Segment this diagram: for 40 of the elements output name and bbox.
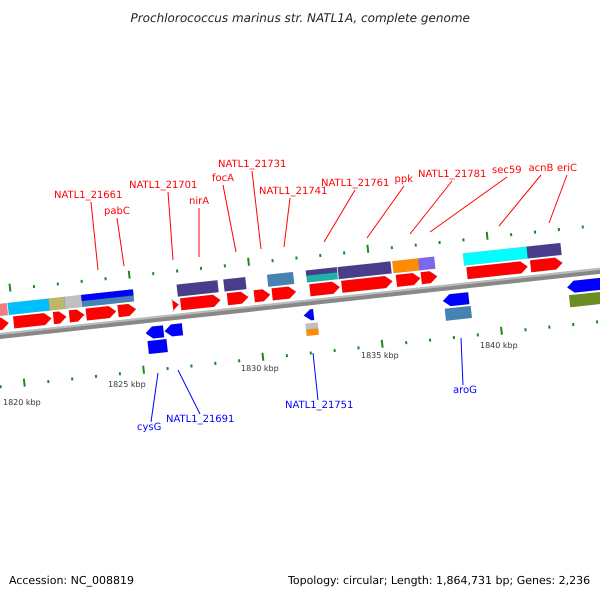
leader-line (312, 352, 318, 400)
leader-line (222, 184, 236, 252)
gene-label: ppk (394, 174, 413, 186)
leader-line (168, 192, 174, 260)
leader-line (90, 202, 98, 270)
leader-line (178, 370, 200, 414)
leader-line (548, 174, 568, 224)
diagram-title: Prochlorococcus marinus str. NATL1A, complete genome (130, 11, 470, 25)
leader-line (252, 170, 262, 250)
leader-line (198, 208, 200, 258)
gene-label: eriC (557, 163, 578, 175)
gene-label: NATL1_21661 (54, 190, 122, 202)
leader-line (284, 198, 290, 248)
gene-label: NATL1_21751 (285, 400, 354, 412)
leader-line (116, 218, 124, 266)
leader-line (460, 338, 464, 386)
footer-text: Accession: NC_008819 (9, 575, 134, 587)
scale-label: 1835 kbp (361, 350, 399, 362)
gene-label: sec59 (492, 165, 522, 177)
gene-label: NATL1_21701 (129, 180, 198, 192)
gene-label: pabC (104, 206, 130, 218)
gene-label: NATL1_21691 (166, 414, 234, 426)
scale-label: 1830 kbp (241, 363, 279, 375)
gene-label: acnB (528, 163, 554, 175)
footer-text: Topology: circular; Length: 1,864,731 bp; Genes: 2,236 (288, 575, 590, 587)
gene-label: NATL1_21731 (218, 159, 286, 171)
leader-line (430, 176, 508, 232)
scale-label: 1820 kbp (3, 397, 41, 409)
leader-line (366, 186, 404, 238)
gene-label: cysG (137, 422, 162, 434)
scale-label: 1825 kbp (108, 379, 146, 391)
gene-label: NATL1_21781 (418, 169, 486, 181)
scale-label: 1840 kbp (480, 340, 518, 352)
leader-line (498, 174, 542, 226)
leader-line (324, 190, 356, 242)
gene-label: nirA (189, 196, 210, 208)
gene-label: aroG (453, 385, 477, 397)
gene-label: focA (212, 173, 234, 185)
leader-line (410, 180, 452, 234)
leader-line (150, 372, 158, 422)
